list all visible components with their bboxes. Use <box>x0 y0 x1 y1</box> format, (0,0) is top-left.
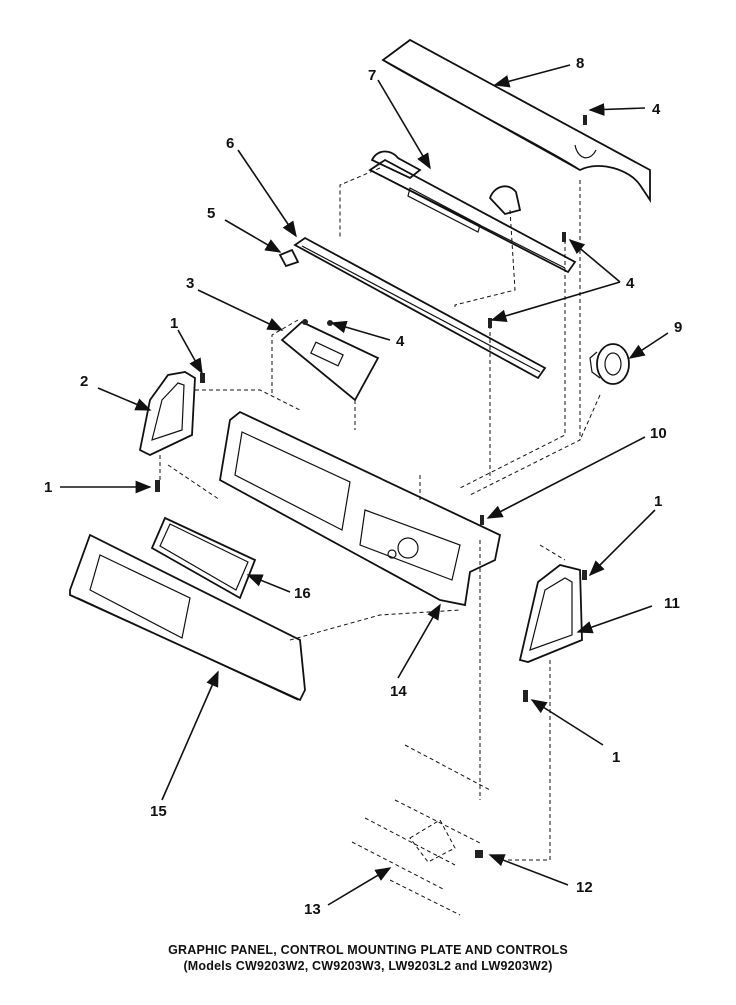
part-11-right-end-cap <box>518 564 583 663</box>
part-14-console-panel <box>219 410 502 607</box>
callout-13: 13 <box>304 901 321 918</box>
assembly-guide-lines <box>159 167 601 861</box>
callout-2: 2 <box>80 373 88 390</box>
screws <box>155 115 587 858</box>
part-13-base-plate <box>351 744 491 916</box>
callout-4c: 4 <box>396 333 405 350</box>
part-16-window-lens <box>150 516 257 600</box>
callout-3: 3 <box>186 275 194 292</box>
callout-14: 14 <box>390 683 407 700</box>
diagram-subtitle: (Models CW9203W2, CW9203W3, LW9203L2 and… <box>183 959 553 973</box>
callout-1a: 1 <box>170 315 178 332</box>
callout-1b: 1 <box>44 479 52 496</box>
callout-4a: 4 <box>652 101 661 118</box>
callout-12: 12 <box>576 879 593 896</box>
part-9-timer-knob <box>589 343 630 385</box>
callout-9: 9 <box>674 319 682 336</box>
callout-labels: 8 7 4 6 5 4 3 4 9 1 2 10 1 1 11 16 14 1 … <box>44 55 682 918</box>
callout-7: 7 <box>368 67 376 84</box>
part-2-left-end-cap <box>138 371 196 457</box>
callout-5: 5 <box>207 205 215 222</box>
callout-15: 15 <box>150 803 167 820</box>
callout-10: 10 <box>650 425 667 442</box>
diagram-title: GRAPHIC PANEL, CONTROL MOUNTING PLATE AN… <box>168 943 568 957</box>
callout-1d: 1 <box>612 749 620 766</box>
callout-4b: 4 <box>626 275 635 292</box>
part-5-clip <box>278 248 300 268</box>
callout-8: 8 <box>576 55 584 72</box>
part-3-control-board <box>280 319 380 402</box>
part-8-top-cover <box>381 38 651 203</box>
leader-lines <box>60 64 669 906</box>
part-7-mounting-bracket <box>368 150 577 274</box>
part-6-rail <box>293 236 547 380</box>
part-15-graphic-panel <box>69 533 306 702</box>
callout-1c: 1 <box>654 493 662 510</box>
callout-11: 11 <box>664 595 680 612</box>
callout-6: 6 <box>226 135 234 152</box>
callout-16: 16 <box>294 585 311 602</box>
